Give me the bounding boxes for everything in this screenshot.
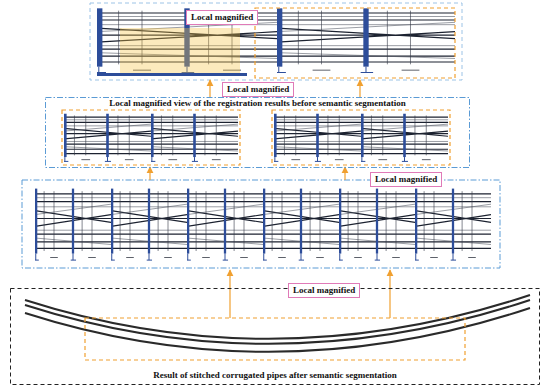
label-text: Local magnified: [293, 285, 355, 296]
section-heading: Result of stitched corrugated pipes afte…: [10, 370, 540, 381]
section-heading: Local magnified view of the registration…: [45, 98, 470, 109]
section-frame: Local magnified view of the registration…: [45, 97, 470, 168]
label-text: Local magnified: [227, 84, 289, 95]
label-text: Local magnified: [375, 174, 437, 185]
label-text: Local magnified: [191, 12, 253, 23]
magnify-label: Local magnified: [288, 283, 360, 298]
frame-outline: [11, 289, 540, 385]
magnify-label: Local magnified: [370, 172, 442, 187]
frame-outline: [46, 98, 470, 168]
magnify-label: Local magnified: [222, 82, 294, 97]
magnify-label: Local magnified: [186, 10, 258, 25]
section-frame: Result of stitched corrugated pipes afte…: [10, 288, 540, 385]
